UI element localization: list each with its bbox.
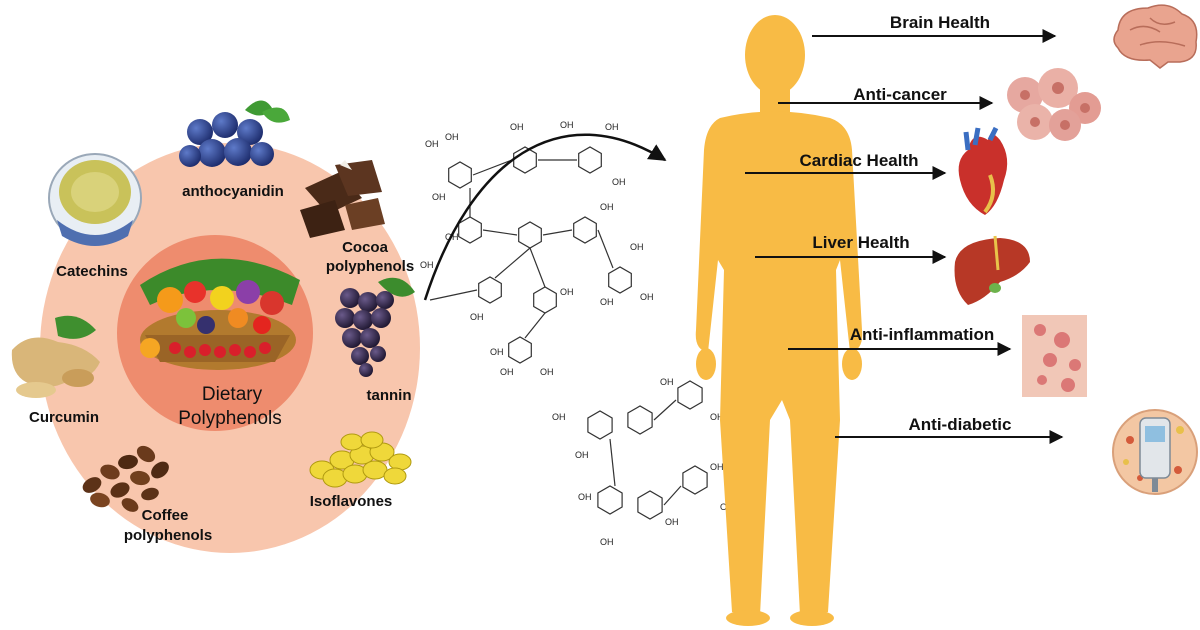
bond	[529, 247, 546, 288]
hydroxyl-label: OH	[640, 292, 654, 302]
hydroxyl-label: OH	[470, 312, 484, 322]
hydroxyl-label: OH	[605, 122, 619, 132]
hydroxyl-label: OH	[432, 192, 446, 202]
benefit-cardiac: Cardiac Health	[745, 151, 947, 180]
label-coffee-line1: Coffee	[142, 507, 189, 524]
center-title-line1: Dietary	[202, 384, 263, 405]
label-coffee-line2: polyphenols	[124, 527, 212, 544]
label-catechins: Catechins	[56, 263, 128, 280]
benzene-ring	[597, 485, 623, 515]
label-cocoa-line1: Cocoa	[342, 239, 389, 256]
label-curcumin: Curcumin	[29, 409, 99, 426]
hydroxyl-label: OH	[578, 492, 592, 502]
benzene-ring	[587, 410, 613, 440]
procyanidin-molecule-structure	[587, 380, 708, 520]
label-cocoa-line2: polyphenols	[326, 258, 414, 275]
benefit-anticancer: Anti-cancer	[778, 85, 994, 110]
hydroxyl-label: OH	[510, 122, 524, 132]
human-body-silhouette	[695, 15, 863, 626]
benzene-ring	[578, 146, 602, 174]
hydroxyl-label: OH	[425, 139, 439, 149]
hydroxyl-label: OH	[552, 412, 566, 422]
benefit-label-cardiac: Cardiac Health	[799, 151, 918, 170]
fruit-basket-icon	[140, 258, 300, 370]
hydroxyl-label: OH	[660, 377, 674, 387]
benefit-label-anticancer: Anti-cancer	[853, 85, 947, 104]
hydroxyl-label: OH	[710, 462, 724, 472]
benzene-ring	[637, 490, 663, 520]
heart-icon	[958, 126, 1008, 215]
benefit-label-liver: Liver Health	[812, 233, 909, 252]
coffee-beans-icon	[82, 445, 169, 512]
benefit-antiinflammation: Anti-inflammation	[788, 325, 1012, 356]
hydroxyl-label: OH	[490, 347, 504, 357]
liver-icon	[954, 235, 1030, 305]
hydroxyl-label: OH	[710, 412, 724, 422]
benefit-label-brain: Brain Health	[890, 13, 990, 32]
hydroxyl-label: OH	[575, 450, 589, 460]
benzene-ring	[627, 405, 653, 435]
tea-cup-icon	[48, 153, 142, 246]
benzene-ring	[608, 266, 632, 294]
hydroxyl-label: OH	[600, 537, 614, 547]
chocolate-icon	[300, 160, 385, 238]
benefit-brain: Brain Health	[812, 13, 1057, 43]
benzene-ring	[513, 146, 537, 174]
benefit-label-antiinflammation: Anti-inflammation	[850, 325, 995, 344]
center-title-line2: Polyphenols	[178, 408, 282, 429]
label-tannin: tannin	[367, 387, 412, 404]
soybean-icon	[309, 431, 412, 488]
benzene-ring	[448, 161, 472, 189]
bond	[524, 312, 546, 339]
benzene-ring	[508, 336, 532, 364]
flow-arrow	[423, 133, 667, 301]
benzene-ring	[682, 465, 708, 495]
hydroxyl-label: OH	[540, 367, 554, 377]
label-anthocyanidin: anthocyanidin	[182, 183, 284, 200]
bond	[597, 229, 614, 269]
cancer-cells-icon	[1007, 68, 1101, 141]
hydroxyl-label: OH	[560, 120, 574, 130]
benzene-ring	[533, 286, 557, 314]
brain-icon	[1113, 4, 1198, 69]
hydroxyl-label: OH	[420, 260, 434, 270]
benzene-ring	[573, 216, 597, 244]
hydroxyl-label: OH	[600, 202, 614, 212]
label-isoflavones: Isoflavones	[310, 493, 393, 510]
bond	[542, 229, 573, 236]
benefit-antidiabetic: Anti-diabetic	[835, 415, 1064, 444]
benzene-ring	[458, 216, 482, 244]
ginger-icon	[11, 315, 100, 398]
hydroxyl-label: OH	[665, 517, 679, 527]
benzene-ring	[518, 221, 542, 249]
bond	[482, 229, 518, 236]
blueberry-icon	[179, 100, 290, 167]
bond	[472, 159, 513, 176]
hydroxyl-label: OH	[560, 287, 574, 297]
glucose-meter-icon	[1112, 409, 1198, 495]
bond	[494, 247, 531, 279]
hydroxyl-label: OH	[445, 132, 459, 142]
bond	[653, 399, 677, 421]
inflamed-skin-icon	[1022, 315, 1087, 397]
hydroxyl-label: OH	[600, 297, 614, 307]
hydroxyl-label: OH	[500, 367, 514, 377]
hydroxyl-label: OH	[612, 177, 626, 187]
bond	[429, 289, 478, 301]
benefit-label-antidiabetic: Anti-diabetic	[909, 415, 1012, 434]
benefit-liver: Liver Health	[755, 233, 947, 264]
tannin-molecule-structure	[429, 146, 632, 364]
benzene-ring	[478, 276, 502, 304]
bond	[609, 438, 616, 487]
benzene-ring	[677, 380, 703, 410]
bond	[663, 485, 682, 506]
hydroxyl-label: OH	[630, 242, 644, 252]
grape-icon	[335, 277, 415, 377]
